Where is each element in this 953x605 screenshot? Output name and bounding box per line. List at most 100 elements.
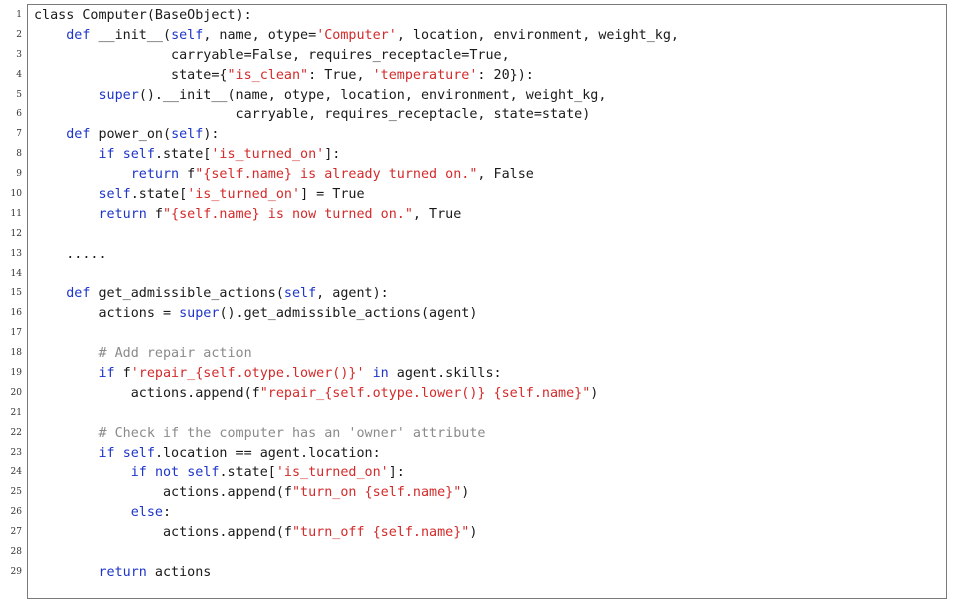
code-token: ] = True: [300, 187, 365, 203]
keyword-token: def: [66, 127, 91, 143]
code-token: f: [114, 366, 131, 382]
line-number: 24: [10, 467, 22, 478]
code-token: ]:: [324, 147, 341, 163]
code-line: 3 carryable=False, requires_receptacle=T…: [0, 46, 953, 66]
code-token: [34, 346, 99, 361]
code-line: 5 super().__init__(name, otype, location…: [0, 86, 953, 106]
keyword-token: super: [179, 306, 220, 322]
line-text: carryable, requires_receptacle, state=st…: [34, 105, 591, 125]
code-token: [34, 147, 99, 162]
code-token: [365, 366, 373, 381]
keyword-token: super: [98, 87, 139, 103]
code-token: , False: [477, 167, 534, 183]
keyword-token: self: [122, 147, 155, 163]
keyword-token: if: [98, 147, 115, 163]
code-line: 15 def get_admissible_actions(self, agen…: [0, 284, 953, 304]
line-text: def power_on(self):: [34, 125, 219, 145]
code-token: carryable=False, requires_receptacle=Tru…: [34, 47, 510, 63]
string-token: "{self.name} is already turned on.": [195, 167, 478, 183]
line-text: def get_admissible_actions(self, agent):: [34, 284, 389, 304]
string-token: 'is_turned_on': [275, 465, 389, 481]
code-line: 10 self.state['is_turned_on'] = True: [0, 185, 953, 205]
line-text: actions.append(f"repair_{self.otype.lowe…: [34, 384, 599, 404]
line-number: 5: [16, 89, 22, 100]
keyword-token: if: [98, 445, 115, 461]
code-token: [115, 147, 123, 162]
code-token: [34, 366, 99, 381]
line-number: 2: [16, 29, 22, 40]
line-text: return f"{self.name} is already turned o…: [34, 165, 534, 185]
code-token: state={: [34, 67, 228, 83]
code-token: get_admissible_actions(: [90, 286, 284, 302]
keyword-token: def: [66, 286, 91, 302]
code-token: , agent):: [316, 286, 389, 302]
code-token: [34, 207, 99, 222]
code-token: actions: [146, 564, 212, 580]
line-text: return f"{self.name} is now turned on.",…: [34, 205, 462, 225]
line-number: 20: [10, 387, 22, 398]
code-token: .state[: [130, 187, 188, 203]
line-number: 15: [10, 288, 22, 299]
line-number: 8: [16, 149, 22, 160]
code-token: [147, 465, 155, 480]
code-token: [34, 127, 66, 142]
code-line: 23 if self.location == agent.location:: [0, 444, 953, 464]
line-number: 29: [10, 566, 22, 577]
code-token: [34, 167, 131, 182]
code-line: 24 if not self.state['is_turned_on']:: [0, 463, 953, 483]
line-text: if f'repair_{self.otype.lower()}' in age…: [34, 364, 502, 384]
line-number: 7: [16, 129, 22, 140]
line-text: return actions: [34, 563, 212, 583]
keyword-token: else: [130, 505, 163, 521]
code-line: 28: [0, 543, 953, 563]
keyword-token: not: [154, 465, 180, 481]
code-line: 16 actions = super().get_admissible_acti…: [0, 304, 953, 324]
code-line: 17: [0, 324, 953, 344]
code-line: 26 else:: [0, 503, 953, 523]
line-number: 1: [16, 10, 22, 20]
code-line: 4 state={"is_clean": True, 'temperature'…: [0, 66, 953, 86]
code-line: 2 def __init__(self, name, otype='Comput…: [0, 26, 953, 46]
line-number: 9: [16, 169, 22, 180]
keyword-token: if: [98, 366, 115, 382]
code-token: ().__init__(name, otype, location, envir…: [138, 87, 607, 103]
keyword-token: self: [171, 127, 204, 143]
keyword-token: in: [372, 366, 389, 382]
keyword-token: self: [187, 465, 220, 481]
code-token: [34, 28, 66, 43]
string-token: "turn_on {self.name}": [291, 485, 462, 501]
string-token: "{self.name} is now turned on.": [163, 206, 413, 222]
code-token: __init__(: [90, 27, 172, 43]
code-listing-frame: [27, 4, 947, 599]
code-token: : 20}):: [477, 67, 534, 83]
keyword-token: return: [130, 167, 180, 183]
code-token: : True,: [308, 67, 373, 83]
line-text: actions.append(f"turn_on {self.name}"): [34, 483, 469, 503]
code-line: 21: [0, 404, 953, 424]
line-number: 6: [16, 109, 22, 120]
code-line: 6 carryable, requires_receptacle, state=…: [0, 105, 953, 125]
line-text: # Add repair action: [34, 344, 252, 364]
code-token: .location == agent.location:: [154, 445, 381, 461]
code-line: 13 .....: [0, 245, 953, 265]
code-token: :: [163, 505, 172, 521]
code-token: , True: [412, 206, 462, 222]
string-token: 'repair_{self.otype.lower()}': [130, 366, 365, 382]
string-token: "turn_off {self.name}": [291, 525, 470, 541]
code-token: , name, otype=: [203, 27, 317, 43]
code-line: 12: [0, 225, 953, 245]
code-token: [179, 465, 187, 480]
code-token: ): [461, 485, 470, 501]
line-number: 22: [10, 427, 22, 438]
code-token: .....: [34, 246, 107, 262]
code-token: [34, 187, 99, 202]
line-number: 12: [10, 228, 22, 239]
keyword-token: self: [283, 286, 317, 302]
string-token: 'is_turned_on': [211, 147, 325, 163]
keyword-token: self: [122, 445, 155, 461]
code-token: actions.append(f: [34, 525, 292, 541]
line-number: 3: [16, 49, 22, 60]
code-token: ):: [203, 127, 220, 143]
code-line: 20 actions.append(f"repair_{self.otype.l…: [0, 384, 953, 404]
